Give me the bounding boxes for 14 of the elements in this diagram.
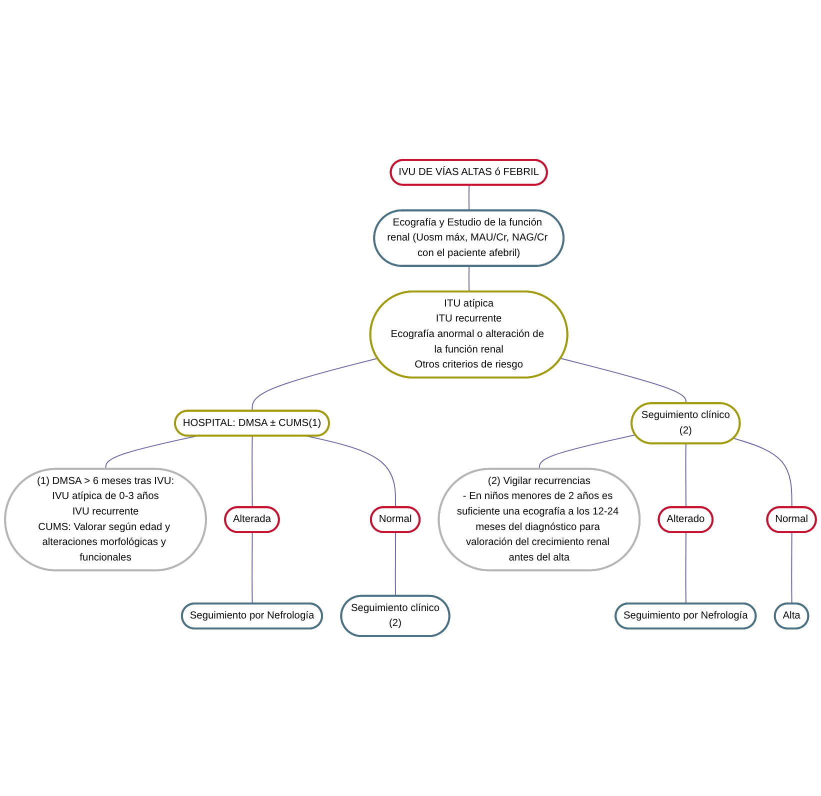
- connector: [105, 436, 198, 470]
- connector: [468, 266, 470, 292]
- connector: [733, 438, 792, 508]
- connector: [538, 434, 636, 470]
- connector: [791, 532, 792, 604]
- connector: [685, 443, 686, 508]
- connector: [252, 532, 253, 604]
- connector: [306, 436, 396, 508]
- connector: [252, 436, 253, 508]
- connector: [394, 532, 396, 597]
- connector: [685, 532, 686, 604]
- connector: [468, 184, 470, 212]
- connector: [252, 358, 378, 412]
- connector: [560, 358, 686, 404]
